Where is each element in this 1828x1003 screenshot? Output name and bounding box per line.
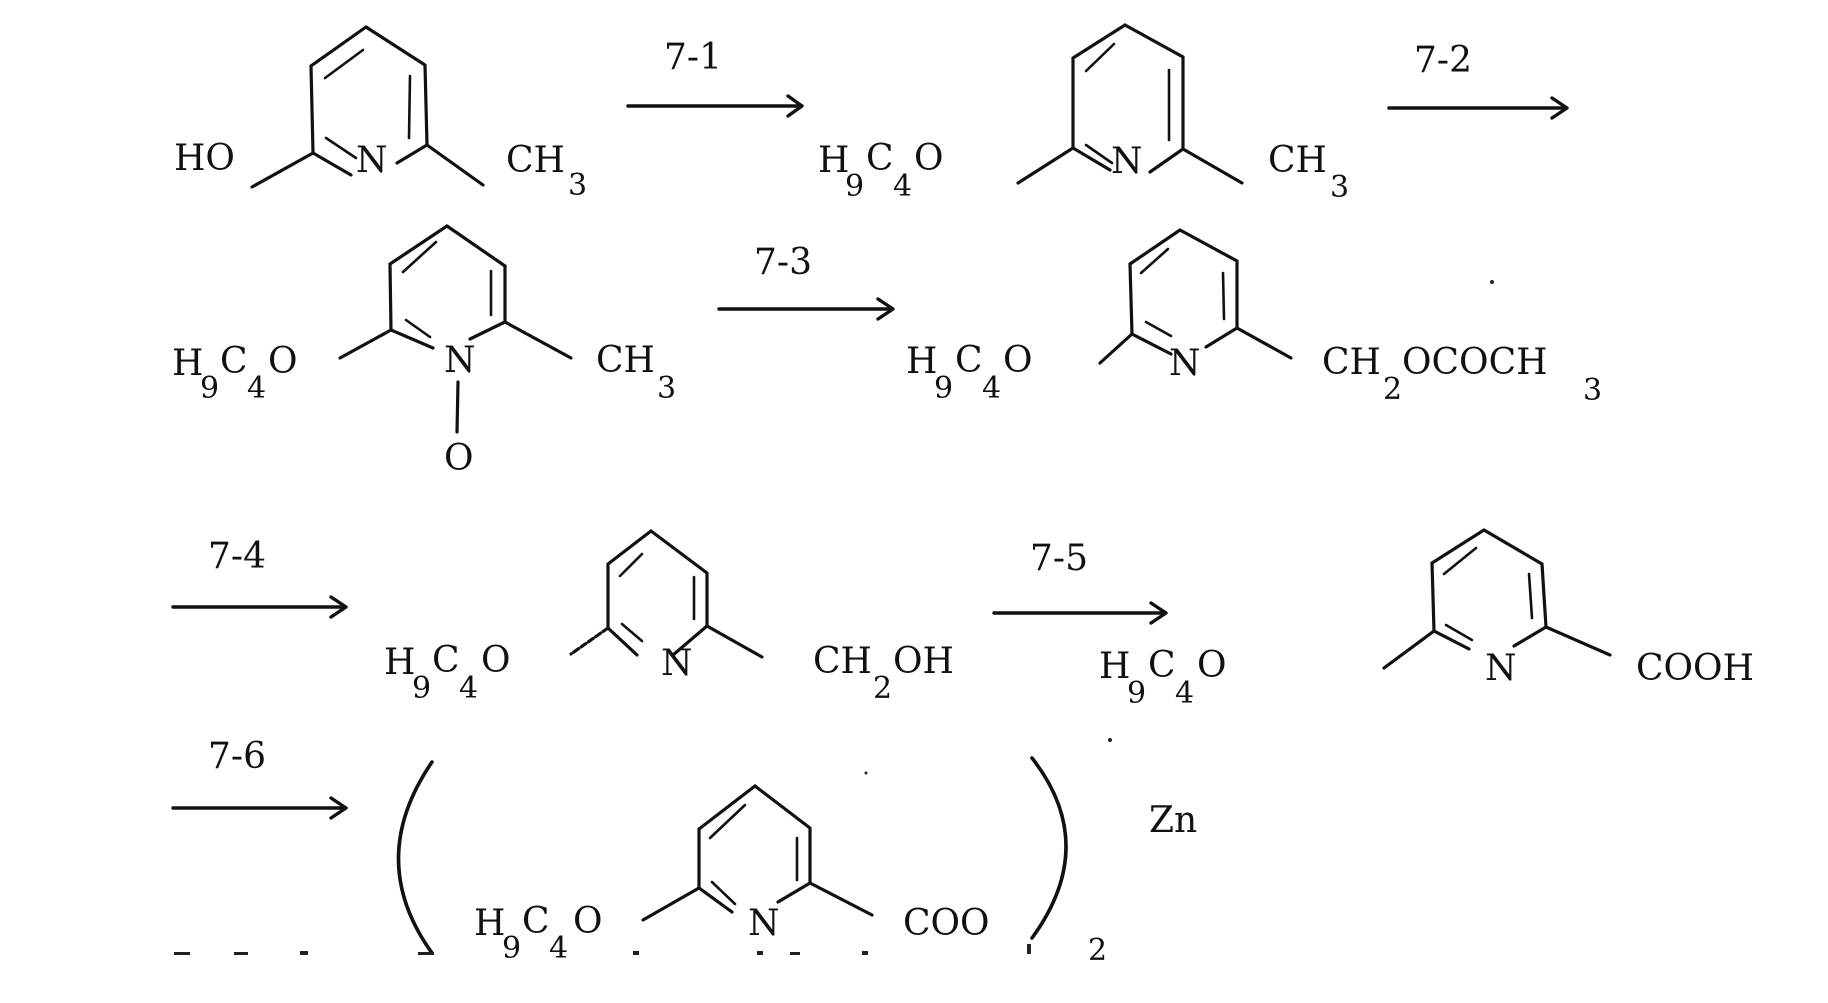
methyl-subscript: 3 (657, 371, 676, 406)
butoxy-group: H 9 C 4 O (172, 341, 298, 406)
compound-3-pyridine-n-oxide: H 9 C 4 O N O CH 3 (172, 224, 676, 479)
compound-1-hydroxy-methylpyridine: HO N CH 3 (174, 25, 587, 203)
svg-text:O: O (481, 640, 511, 681)
ring-nitrogen-label: N (661, 643, 693, 684)
reaction-arrow-7-5: 7-5 (992, 538, 1168, 625)
butoxy-group: H 9 C 4 O (384, 640, 511, 706)
svg-text:4: 4 (247, 371, 266, 406)
pyridine-ring (641, 784, 874, 922)
svg-text:OCOCH: OCOCH (1402, 342, 1548, 383)
svg-text:H: H (172, 343, 203, 384)
compound-2-butoxy-methylpyridine: H 9 C 4 O N CH 3 (818, 23, 1349, 205)
butoxy-group: H 9 C 4 O (906, 340, 1033, 406)
svg-text:9: 9 (412, 671, 431, 706)
pyridine-ring (250, 25, 485, 189)
ring-nitrogen-label: N (1169, 343, 1201, 384)
svg-text:9: 9 (502, 931, 521, 966)
step-label-7-3: 7-3 (754, 242, 812, 283)
svg-text:C: C (432, 640, 460, 681)
methyl-subscript: 3 (1330, 170, 1349, 205)
svg-text:H: H (906, 341, 937, 382)
butoxy-group: H 9 C 4 O (818, 138, 944, 204)
methyl-label: CH (596, 340, 655, 381)
methyl-subscript: 3 (568, 168, 587, 203)
svg-text:C: C (522, 901, 550, 942)
svg-text:H: H (1099, 646, 1130, 687)
svg-text:9: 9 (1127, 676, 1146, 711)
ring-nitrogen-label: N (356, 140, 388, 181)
stoichiometry-subscript: 2 (1088, 933, 1107, 968)
svg-text:H: H (474, 903, 505, 944)
compound-6-carboxylic-acid: H 9 C 4 O N COOH (1099, 528, 1754, 711)
compound-4-acetoxymethylpyridine: H 9 C 4 O N CH 2 OCOCH 3 (906, 228, 1602, 408)
svg-text:4: 4 (893, 169, 912, 204)
svg-text:H: H (818, 140, 849, 181)
svg-text:O: O (914, 138, 944, 179)
step-label-7-1: 7-1 (664, 37, 722, 78)
step-label-7-2: 7-2 (1414, 40, 1472, 81)
methyl-label: CH (506, 140, 565, 181)
reaction-arrow-7-4: 7-4 (171, 536, 348, 619)
svg-text:CH: CH (1322, 342, 1381, 383)
butoxy-group: H 9 C 4 O (1099, 645, 1227, 711)
carboxyl-label: COOH (1636, 648, 1754, 689)
pyridine-ring (1098, 228, 1293, 365)
pyridine-ring (338, 224, 573, 434)
reaction-arrow-7-1: 7-1 (626, 37, 804, 118)
svg-text:3: 3 (1583, 373, 1602, 408)
svg-text:4: 4 (549, 931, 568, 966)
compound-7-zinc-complex: H 9 C 4 O N COO 2 Zn (174, 738, 1197, 968)
svg-text:2: 2 (1383, 372, 1402, 407)
hydroxymethyl-group: CH 2 OH (813, 641, 954, 706)
reaction-arrow-7-3: 7-3 (717, 242, 895, 321)
ring-nitrogen-label: N (444, 340, 476, 381)
svg-text:C: C (220, 341, 248, 382)
ring-nitrogen-label: N (1111, 141, 1143, 182)
svg-text:O: O (1003, 340, 1033, 381)
methyl-label: CH (1268, 140, 1327, 181)
svg-text:4: 4 (459, 671, 478, 706)
svg-text:CH: CH (813, 641, 872, 682)
svg-text:9: 9 (200, 371, 219, 406)
svg-text:O: O (1197, 645, 1227, 686)
pyridine-ring (1382, 528, 1612, 670)
reaction-arrow-7-6: 7-6 (171, 736, 348, 820)
svg-text:C: C (866, 138, 894, 179)
svg-text:C: C (1148, 645, 1176, 686)
hydroxy-label: HO (174, 138, 235, 179)
carboxylate-label: COO (903, 903, 990, 944)
svg-text:O: O (573, 901, 603, 942)
step-label-7-5: 7-5 (1030, 538, 1088, 579)
n-oxide-bond (455, 380, 460, 434)
svg-text:C: C (955, 340, 983, 381)
zinc-label: Zn (1149, 800, 1197, 841)
svg-text:H: H (384, 642, 415, 683)
step-label-7-6: 7-6 (208, 736, 266, 777)
reaction-arrow-7-2: 7-2 (1387, 40, 1569, 120)
ring-nitrogen-label: N (748, 903, 780, 944)
scan-cut-line (174, 944, 1031, 955)
svg-text:9: 9 (934, 371, 953, 406)
step-label-7-4: 7-4 (208, 536, 266, 577)
svg-text:2: 2 (873, 671, 892, 706)
ring-nitrogen-label: N (1485, 648, 1517, 689)
pyridine-ring (569, 529, 764, 659)
svg-text:O: O (268, 341, 298, 382)
pyridine-ring (1016, 23, 1244, 185)
n-oxide-oxygen-label: O (444, 438, 474, 479)
acetoxymethyl-group: CH 2 OCOCH 3 (1322, 342, 1602, 408)
svg-text:4: 4 (982, 371, 1001, 406)
compound-5-hydroxymethylpyridine: H 9 C 4 O N CH 2 OH (384, 529, 954, 706)
butoxy-group: H 9 C 4 O (474, 901, 603, 966)
left-parenthesis (396, 760, 434, 955)
svg-text:9: 9 (845, 169, 864, 204)
svg-text:OH: OH (893, 641, 954, 682)
svg-text:4: 4 (1175, 676, 1194, 711)
right-parenthesis (1030, 756, 1068, 940)
